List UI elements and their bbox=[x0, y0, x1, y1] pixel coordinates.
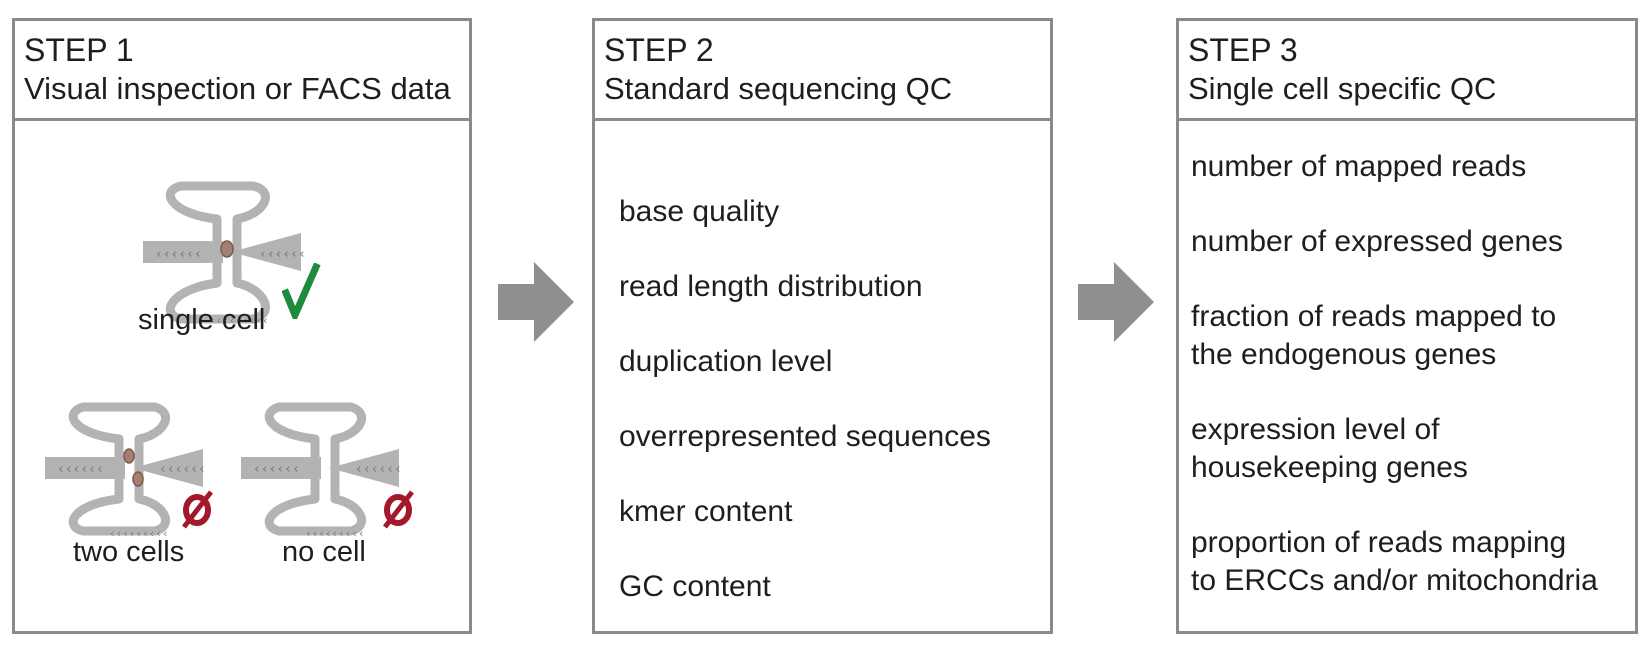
svg-text:‹‹‹‹‹‹‹‹‹: ‹‹‹‹‹‹‹‹‹ bbox=[109, 527, 169, 540]
qc-item: proportion of reads mapping bbox=[1191, 526, 1567, 559]
reject-icon bbox=[383, 490, 414, 529]
qc-item: overrepresented sequences bbox=[619, 420, 991, 453]
qc-item: read length distribution bbox=[619, 270, 923, 303]
no-cell-chip-icon: ‹‹‹‹‹‹ ‹‹‹‹‹‹ ‹‹‹‹‹‹‹‹‹ bbox=[241, 402, 402, 540]
arrow-right-icon bbox=[498, 262, 574, 342]
single-cell-chip-icon: ‹‹‹‹‹‹ ‹‹‹‹‹‹ ‹‹‹‹‹‹‹‹‹ bbox=[143, 181, 306, 327]
step2-title: STEP 2 bbox=[604, 32, 714, 68]
qc-item: GC content bbox=[619, 570, 771, 603]
two-cells-chip-icon: ‹‹‹‹‹‹ ‹‹‹‹‹‹ ‹‹‹‹‹‹‹‹‹ bbox=[45, 402, 206, 540]
cell-icon bbox=[132, 471, 144, 487]
single-cell-label: single cell bbox=[138, 304, 266, 336]
step2-body: base quality read length distribution du… bbox=[595, 121, 1050, 631]
no-cell-label: no cell bbox=[282, 536, 366, 568]
cell-icon bbox=[220, 240, 234, 258]
qc-item: fraction of reads mapped to bbox=[1191, 300, 1557, 333]
qc-item: number of expressed genes bbox=[1191, 225, 1563, 258]
arrow-right-icon bbox=[1078, 262, 1154, 342]
svg-text:‹‹‹‹‹‹: ‹‹‹‹‹‹ bbox=[355, 462, 402, 477]
svg-text:‹‹‹‹‹‹: ‹‹‹‹‹‹ bbox=[155, 247, 202, 262]
step3-panel: STEP 3 Single cell specific QC number of… bbox=[1176, 18, 1638, 634]
step1-panel: STEP 1 Visual inspection or FACS data ‹‹… bbox=[12, 18, 472, 634]
step1-subtitle: Visual inspection or FACS data bbox=[24, 71, 451, 106]
checkmark-icon bbox=[282, 263, 321, 319]
step2-panel: STEP 2 Standard sequencing QC base quali… bbox=[592, 18, 1053, 634]
step3-subtitle: Single cell specific QC bbox=[1188, 71, 1497, 106]
cell-icon bbox=[123, 448, 135, 464]
svg-text:‹‹‹‹‹‹: ‹‹‹‹‹‹ bbox=[259, 247, 306, 262]
step3-title: STEP 3 bbox=[1188, 32, 1298, 68]
qc-item: kmer content bbox=[619, 495, 793, 528]
svg-text:‹‹‹‹‹‹: ‹‹‹‹‹‹ bbox=[159, 462, 206, 477]
step1-title: STEP 1 bbox=[24, 32, 134, 68]
reject-icon bbox=[182, 490, 213, 529]
qc-item-continued: to ERCCs and/or mitochondria bbox=[1191, 564, 1598, 597]
qc-item: expression level of bbox=[1191, 413, 1440, 446]
qc-item: duplication level bbox=[619, 345, 833, 378]
step1-header: STEP 1 Visual inspection or FACS data bbox=[15, 21, 469, 121]
step3-header: STEP 3 Single cell specific QC bbox=[1179, 21, 1635, 121]
step2-subtitle: Standard sequencing QC bbox=[604, 71, 953, 106]
svg-text:‹‹‹‹‹‹‹‹‹: ‹‹‹‹‹‹‹‹‹ bbox=[209, 314, 269, 327]
qc-item: number of mapped reads bbox=[1191, 150, 1527, 183]
two-cells-label: two cells bbox=[73, 536, 185, 568]
svg-text:‹‹‹‹‹‹: ‹‹‹‹‹‹ bbox=[57, 462, 104, 477]
svg-text:‹‹‹‹‹‹: ‹‹‹‹‹‹ bbox=[253, 462, 300, 477]
qc-item-continued: housekeeping genes bbox=[1191, 451, 1468, 484]
qc-item: base quality bbox=[619, 195, 780, 228]
step1-body: ‹‹‹‹‹‹ ‹‹‹‹‹‹ ‹‹‹‹‹‹‹‹‹ single cell ‹‹‹‹… bbox=[15, 121, 469, 631]
step3-body: number of mapped reads number of express… bbox=[1179, 121, 1635, 631]
step2-header: STEP 2 Standard sequencing QC bbox=[595, 21, 1050, 121]
qc-item-continued: the endogenous genes bbox=[1191, 338, 1497, 371]
svg-text:‹‹‹‹‹‹‹‹‹: ‹‹‹‹‹‹‹‹‹ bbox=[305, 527, 365, 540]
